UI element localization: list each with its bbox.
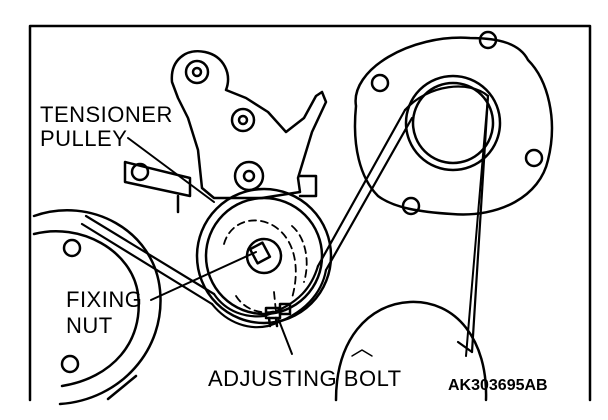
tensioner-bracket — [123, 49, 328, 214]
pump-housing — [353, 30, 554, 216]
label-adjusting-bolt: ADJUSTING BOLT — [208, 366, 402, 391]
leader-lines — [127, 95, 489, 357]
idler-circle — [334, 300, 488, 402]
pump-pulley — [404, 74, 502, 172]
label-tensioner: TENSIONER — [40, 102, 173, 127]
label-pulley: PULLEY — [40, 126, 128, 151]
caret-mark — [351, 349, 373, 357]
label-fixing: FIXING — [66, 287, 143, 312]
hidden-adjuster-arm — [223, 219, 308, 314]
frame-border — [28, 24, 592, 402]
figure-code: AK303695AB — [448, 377, 548, 394]
label-nut: NUT — [66, 313, 113, 338]
tensioner-pulley — [195, 187, 333, 325]
crankshaft-pulley — [32, 209, 162, 406]
